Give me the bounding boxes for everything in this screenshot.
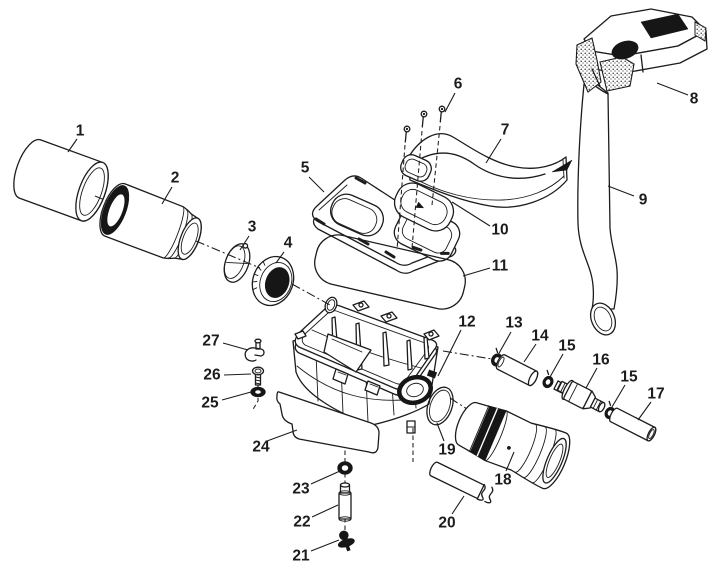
- vent-hose-axis: [442, 350, 493, 360]
- spacer-tube-22: [338, 482, 352, 522]
- leader-line-6-5: [444, 92, 456, 113]
- leader-line-9-8: [607, 185, 635, 197]
- callout-label-21-21: 21: [292, 548, 310, 565]
- callout-label-8-7: 8: [690, 91, 699, 108]
- leader-line-7-6: [485, 138, 502, 164]
- intake-duct: [400, 133, 573, 208]
- snorkel-tube: [577, 74, 618, 336]
- leader-line-10-9: [451, 201, 491, 227]
- ring-nut-collar: [251, 255, 295, 307]
- leader-line-25-25: [221, 391, 252, 401]
- leader-line-17-17: [637, 401, 652, 421]
- callout-label-6-5: 6: [454, 76, 463, 93]
- clip-27: [244, 338, 265, 362]
- o-ring: [426, 386, 454, 426]
- box-mounting-tabs: [294, 300, 440, 341]
- callout-label-26-26: 26: [203, 367, 221, 384]
- vent-hose-17: [609, 407, 657, 442]
- leader-line-27-27: [222, 342, 249, 351]
- callout-label-17-17: 17: [647, 386, 664, 403]
- callout-label-12-11: 12: [458, 314, 475, 331]
- foam-section-texture: [575, 37, 602, 93]
- shoulder-bolt-21: [337, 530, 355, 552]
- leader-line-15-14: [549, 353, 564, 378]
- leader-line-20-20: [451, 495, 465, 515]
- callout-label-4-3: 4: [284, 235, 293, 252]
- screw-washer-axis: [251, 383, 259, 412]
- box-outlet-port: [397, 374, 433, 406]
- flange-nut-23: [337, 461, 353, 475]
- screw-26: [251, 366, 265, 386]
- callout-label-22-22: 22: [293, 514, 310, 531]
- leader-line-19-19: [436, 422, 445, 442]
- leader-line-5-4: [308, 176, 325, 193]
- duct-flange: [400, 154, 432, 182]
- callout-label-1-0: 1: [76, 123, 85, 140]
- box-latch-clips: [332, 368, 381, 396]
- screw-assembly-lines: [396, 125, 441, 251]
- leader-line-26-26: [223, 373, 252, 376]
- callout-label-3-2: 3: [248, 219, 257, 236]
- leader-line-14-13: [523, 343, 537, 363]
- check-valve-16: [556, 379, 606, 413]
- callout-label-9-8: 9: [639, 192, 648, 209]
- drain-nipple: [406, 420, 416, 434]
- leader-line-13-12: [497, 331, 512, 356]
- leader-line-16-15: [585, 367, 598, 389]
- leader-line-23-23: [310, 470, 341, 485]
- hose-clamp-15a: [542, 369, 554, 389]
- cover-seal: [314, 234, 466, 310]
- callout-label-13-12: 13: [505, 315, 523, 332]
- callout-label-19-19: 19: [438, 442, 456, 459]
- callout-label-7-6: 7: [501, 122, 510, 139]
- callout-label-5-4: 5: [301, 160, 310, 177]
- foam-pre-filter: [13, 138, 109, 222]
- callout-label-10-9: 10: [491, 222, 508, 239]
- callout-label-14-13: 14: [531, 328, 549, 345]
- callout-label-18-18: 18: [494, 472, 512, 489]
- vent-hose-14: [495, 354, 539, 387]
- cover-opening: [329, 193, 385, 237]
- leader-line-22-22: [311, 504, 339, 518]
- vent-nipple: [426, 369, 438, 379]
- callout-label-25-25: 25: [201, 395, 219, 412]
- leader-line-4-3: [275, 251, 285, 264]
- callout-label-2-1: 2: [171, 170, 180, 187]
- leader-line-15-16: [611, 384, 626, 408]
- air-box-cover: [311, 175, 461, 274]
- intake-foam-block: [575, 8, 708, 93]
- callout-label-11-10: 11: [492, 258, 509, 275]
- callout-label-24-24: 24: [252, 439, 270, 456]
- callout-label-23-23: 23: [292, 481, 310, 498]
- leader-line-21-21: [310, 539, 340, 552]
- carb-boot: [454, 401, 571, 490]
- filter-axis-line: [94, 195, 331, 306]
- cover-screws: [403, 105, 446, 143]
- callout-label-16-15: 16: [592, 352, 610, 369]
- filter-element: [99, 182, 202, 261]
- clamp-ring: [223, 242, 251, 283]
- leader-line-1-0: [67, 138, 78, 153]
- leader-line-11-10: [462, 267, 491, 277]
- leader-line-12-11: [437, 329, 462, 377]
- washer-25: [250, 386, 266, 398]
- callout-label-15-14: 15: [558, 338, 576, 355]
- box-intake-funnel: [323, 333, 372, 373]
- gasket-plate: [393, 182, 455, 232]
- callout-label-20-20: 20: [438, 515, 455, 532]
- leader-line-3-2: [239, 235, 250, 251]
- leader-line-2-1: [161, 186, 173, 205]
- callout-label-27-27: 27: [202, 333, 219, 350]
- leader-line-18-18: [505, 451, 515, 472]
- intake-opening: [640, 13, 689, 39]
- drain-hose: [429, 461, 494, 504]
- callout-label-15-16: 15: [620, 369, 638, 386]
- leader-line-24-24: [266, 429, 298, 442]
- leader-line-8-7: [656, 82, 689, 96]
